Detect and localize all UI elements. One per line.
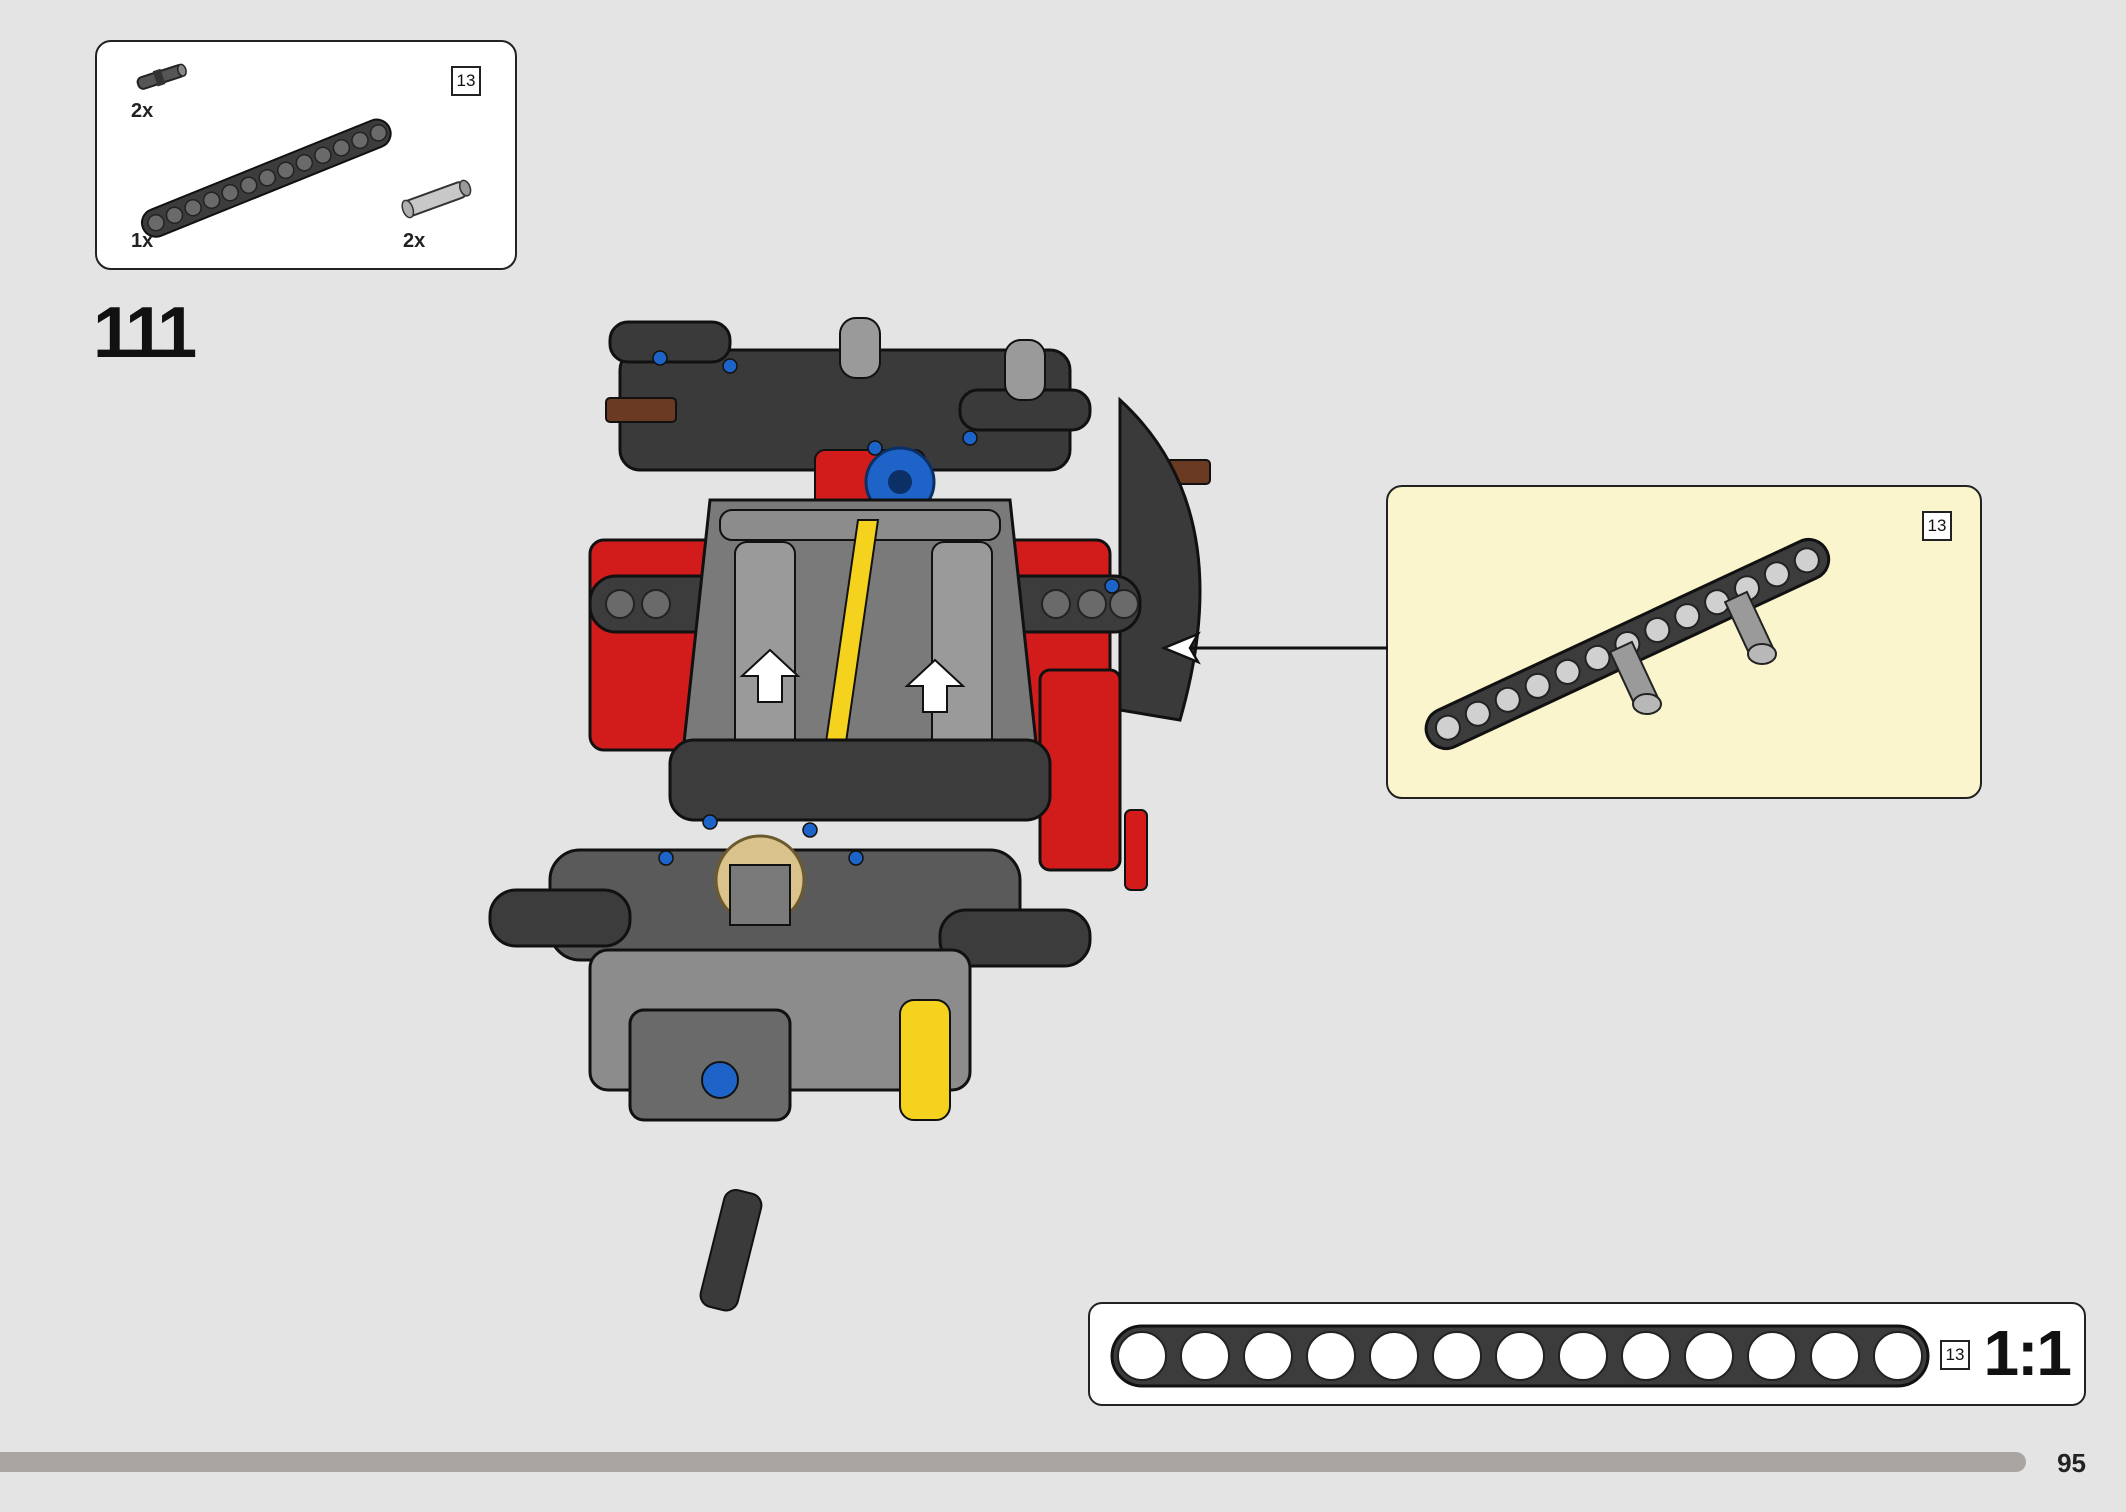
connector-pin-qty: 2x [131,100,154,122]
axle-pin-icon [401,179,472,219]
scale-hole [1117,1331,1167,1381]
scale-length-badge: 13 [1940,1340,1970,1370]
scale-hole [1621,1331,1671,1381]
scale-label: 1:1 [1983,1317,2072,1389]
callout-beam-assembly-icon [1424,538,1831,751]
page-number: 95 [2057,1448,2086,1478]
scale-hole [1306,1331,1356,1381]
beam-length-badge: 13 [451,66,481,96]
parts-list-box: 2x 1x 2x 13 [95,40,517,270]
scale-hole [1810,1331,1860,1381]
scale-hole [1873,1331,1923,1381]
progress-bar [0,1452,2026,1472]
callout-box: 13 [1386,485,1982,799]
callout-length-badge: 13 [1922,511,1952,541]
beam-13-qty: 1x [131,230,154,252]
assembly-model-illustration [488,317,1211,1312]
scale-beam-icon [1110,1324,1930,1388]
connector-pin-icon [136,63,187,90]
scale-hole [1495,1331,1545,1381]
scale-hole [1180,1331,1230,1381]
scale-box: 13 1:1 [1088,1302,2086,1406]
step-number: 111 [93,293,197,373]
scale-hole [1243,1331,1293,1381]
axle-pin-qty: 2x [403,230,426,252]
scale-hole [1684,1331,1734,1381]
beam-13-icon [140,118,392,238]
callout-pointer-arrow [1160,631,1388,665]
scale-hole [1747,1331,1797,1381]
scale-hole [1432,1331,1482,1381]
scale-hole [1369,1331,1419,1381]
scale-hole [1558,1331,1608,1381]
